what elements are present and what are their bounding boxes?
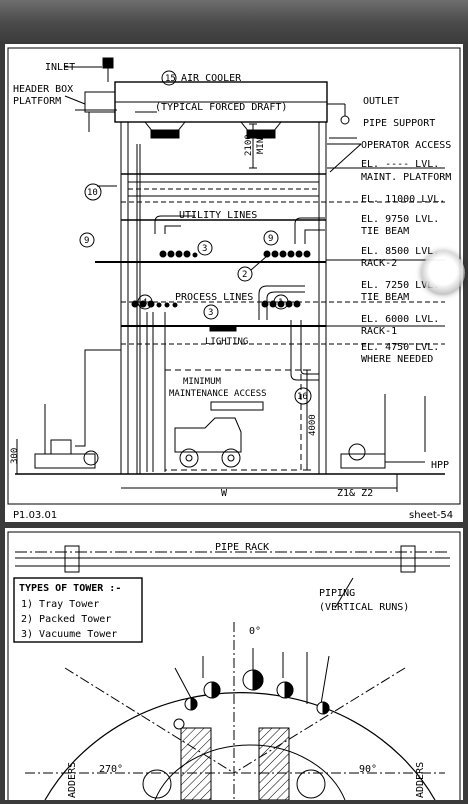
callout-10: 10: [87, 188, 98, 198]
drawing-frame: [7, 47, 461, 505]
tower-type-3: 3) Vacuume Tower: [21, 629, 117, 640]
label-rack-1: RACK-1: [361, 326, 397, 337]
dim-w: W: [221, 488, 228, 499]
label-minimum: MINIMUM: [183, 377, 222, 387]
label-hpp: HPP: [431, 460, 449, 471]
label-tie-beam-2: TIE BEAM: [361, 292, 409, 303]
callout-4: 4: [142, 298, 147, 308]
dim-300: 300: [10, 448, 20, 464]
label-pipe-support: PIPE SUPPORT: [363, 118, 435, 129]
dim-min: MIN: [256, 138, 266, 154]
callout-3b: 3: [208, 308, 213, 318]
footer-drawing-number: P1.03.01: [13, 510, 57, 521]
label-piping: PIPING: [319, 588, 355, 599]
label-lighting: LIGHTING: [205, 337, 248, 347]
tower-type-2: 2) Packed Tower: [21, 614, 111, 625]
dim-2100: 2100: [244, 134, 254, 156]
label-deg-0: 0°: [249, 626, 261, 637]
structure-elevation-drawing: INLET HEADER BOX PLATFORM 15 AIR COOLER …: [7, 47, 461, 521]
tower-types-box: [13, 577, 143, 643]
footer-sheet-number: sheet-54: [409, 510, 453, 521]
tower-plan-drawing: PIPE RACK TYPES OF TOWER :- 1) Tray Towe…: [7, 531, 461, 803]
label-operator-access: OPERATOR ACCESS: [361, 140, 451, 151]
label-vertical-runs: (VERTICAL RUNS): [319, 602, 409, 613]
callout-1: 1: [278, 298, 283, 308]
label-utility-lines: UTILITY LINES: [179, 210, 257, 221]
label-forced-draft: (TYPICAL FORCED DRAFT): [155, 102, 287, 113]
label-maint-platform: MAINT. PLATFORM: [361, 172, 451, 183]
label-el-9750: EL. 9750 LVL.: [361, 214, 439, 225]
label-tie-beam-1: TIE BEAM: [361, 226, 409, 237]
label-el-6000: EL. 6000 LVL.: [361, 314, 439, 325]
label-process-lines: PROCESS LINES: [175, 292, 253, 303]
label-outlet: OUTLET: [363, 96, 399, 107]
drawing-sheet-plan: PIPE RACK TYPES OF TOWER :- 1) Tray Towe…: [5, 528, 463, 803]
dim-4000: 4000: [308, 414, 318, 436]
label-types-title: TYPES OF TOWER :-: [19, 583, 121, 594]
label-el-8500: EL. 8500 LVL.: [361, 246, 439, 257]
top-app-bar: [0, 0, 468, 42]
label-ladders-left: ADDERS: [67, 762, 78, 798]
label-air-cooler: AIR COOLER: [181, 73, 242, 84]
label-el-11000: EL. 11000 LVL.: [361, 194, 445, 205]
callout-16: 16: [297, 392, 308, 402]
callout-9a: 9: [84, 236, 89, 246]
column-left-outer: [120, 121, 129, 475]
callout-9b: 9: [268, 234, 273, 244]
callout-2: 2: [242, 270, 247, 280]
label-el-4750: EL. 4750 LVL.: [361, 342, 439, 353]
callout-15: 15: [165, 74, 176, 84]
label-deg-270: 270°: [99, 764, 123, 775]
callout-3a: 3: [202, 244, 207, 254]
floating-action-button[interactable]: [421, 251, 465, 295]
label-deg-90: 90°: [359, 764, 377, 775]
label-rack-2: RACK-2: [361, 258, 397, 269]
drawing-sheet-54: INLET HEADER BOX PLATFORM 15 AIR COOLER …: [5, 44, 463, 522]
label-header-box: HEADER BOX: [13, 84, 73, 95]
label-platform: PLATFORM: [13, 96, 61, 107]
label-el-maint: EL. ---- LVL.: [361, 159, 439, 170]
label-where-needed: WHERE NEEDED: [361, 354, 433, 365]
dim-z1-z2: Z1& Z2: [337, 488, 373, 499]
label-pipe-rack: PIPE RACK: [215, 542, 269, 553]
column-right: [318, 121, 327, 475]
label-inlet: INLET: [45, 62, 75, 73]
tower-type-1: 1) Tray Tower: [21, 599, 99, 610]
label-maintenance-access: MAINTENANCE ACCESS: [169, 389, 267, 399]
label-ladders-right: ADDERS: [415, 762, 426, 798]
label-el-7250: EL. 7250 LVL.: [361, 280, 439, 291]
